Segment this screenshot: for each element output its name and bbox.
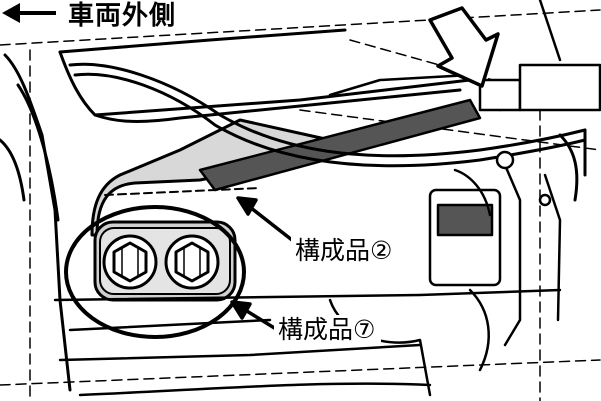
bolt-left: [102, 234, 158, 290]
left-arrow-icon: [2, 3, 56, 23]
leader-arrow-2: [236, 196, 294, 242]
component-2-label: 構成品②: [291, 236, 399, 266]
insertion-arrow-icon: [428, 6, 500, 88]
right-mechanism: [428, 150, 562, 372]
cable-harness: [68, 62, 587, 202]
component-7-label: 構成品⑦: [274, 315, 382, 345]
vehicle-outside-label: 車両外側: [68, 0, 177, 31]
bolt-right: [164, 234, 220, 290]
leader-arrow-7: [230, 300, 278, 331]
highlight-ellipse: [64, 205, 246, 339]
direction-header: 車両外側: [0, 0, 177, 31]
upper-body-outline: [0, 28, 472, 392]
